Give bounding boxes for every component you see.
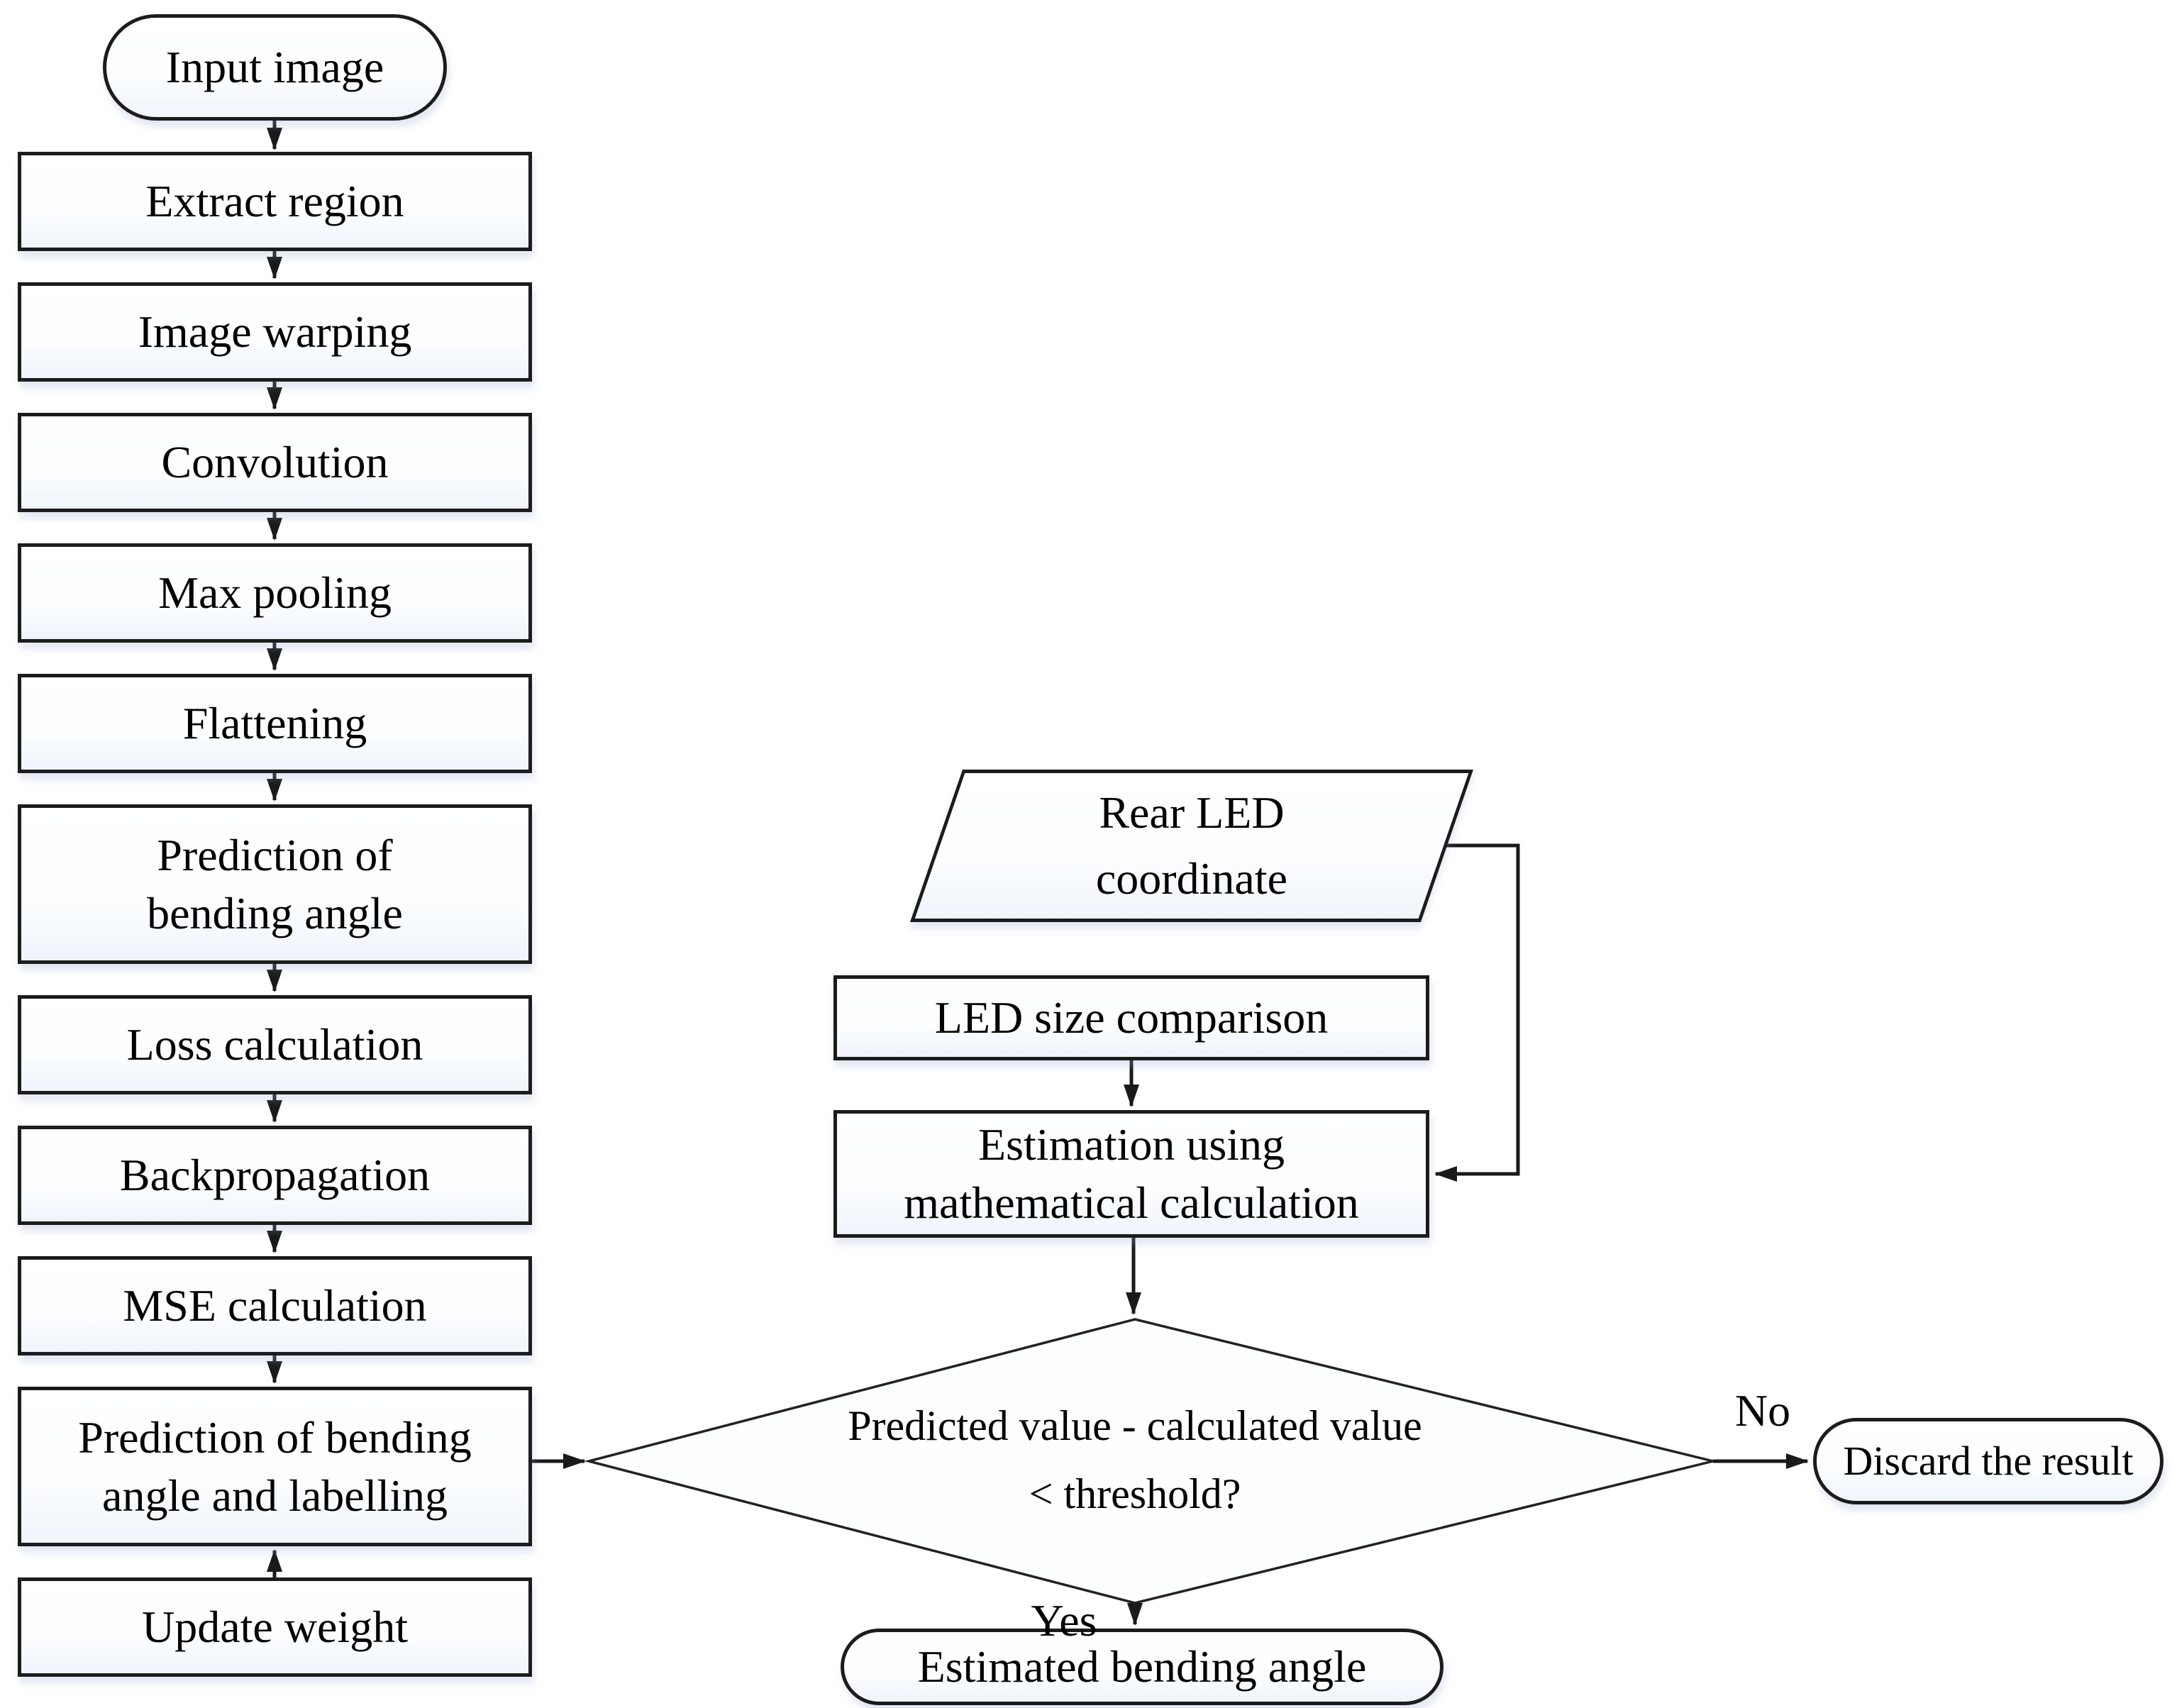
node-estimation-mathematical: Estimation using mathematical calculatio… [833,1110,1429,1238]
node-max-pooling: Max pooling [18,543,532,643]
label-yes: Yes [1031,1595,1097,1646]
node-prediction-bending-angle: Prediction of bending angle [18,804,532,964]
decision-threshold-label: Predicted value - calculated value < thr… [848,1402,1422,1517]
node-prediction-angle-labelling: Prediction of bending angle and labellin… [18,1387,532,1546]
node-flattening: Flattening [18,674,532,773]
rear-led-coordinate-label: Rear LED coordinate [1095,787,1288,904]
node-update-weight: Update weight [18,1577,532,1677]
node-image-warping: Image warping [18,282,532,382]
decision-diamond [584,1318,1714,1604]
node-rear-led-coordinate: Rear LED coordinate [909,770,1474,922]
label-no: No [1734,1385,1791,1436]
node-mse-calculation: MSE calculation [18,1256,532,1355]
node-loss-calculation: Loss calculation [18,995,532,1094]
node-input-image: Input image [103,14,447,121]
node-convolution: Convolution [18,413,532,512]
node-estimated-bending-angle: Estimated bending angle [841,1629,1444,1705]
connector-rear-led-to-estimation [1434,843,1520,1182]
node-backpropagation: Backpropagation [18,1126,532,1225]
node-discard-result: Discard the result [1813,1418,2163,1504]
node-led-size-comparison: LED size comparison [833,975,1429,1060]
node-extract-region: Extract region [18,152,532,251]
